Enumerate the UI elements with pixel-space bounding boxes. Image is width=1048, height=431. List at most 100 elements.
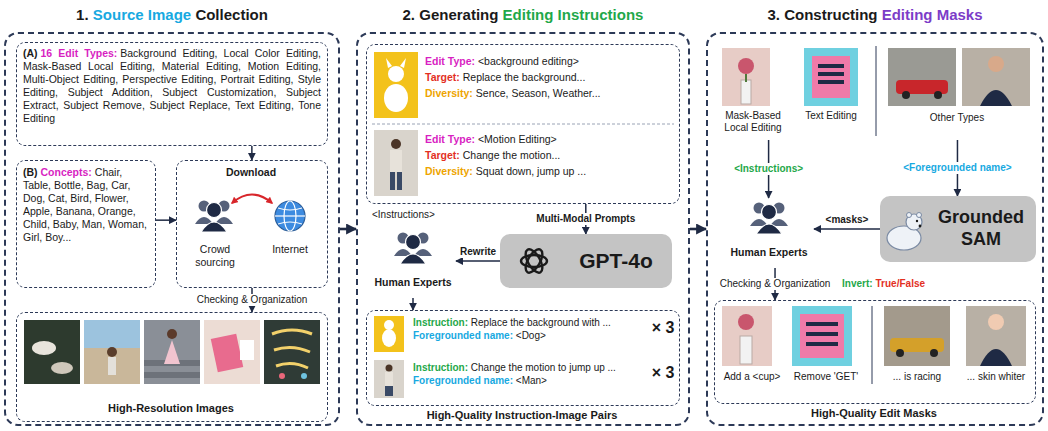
text-line: Foregrounded name:<Dog> [413, 329, 649, 342]
image-caption: Other Types [930, 112, 984, 123]
text-group: Human Experts [724, 246, 814, 259]
text-line: (A)16 Edit Types:Background Editing, Loc… [23, 47, 321, 125]
connector-arrow [156, 219, 176, 221]
connector-arrow [251, 146, 253, 160]
box-text: <background editing> [478, 55, 579, 67]
box-caption: High-Resolution Images [108, 402, 234, 414]
gpt-logo [521, 247, 547, 276]
free-label: Invert: [842, 278, 873, 290]
text-line: 3.ConstructingEditing Masks [708, 6, 1042, 24]
text-group: ... skin whiter [959, 371, 1033, 383]
image-caption: High-Quality Edit Masks [811, 407, 937, 419]
text-group: High-Quality Edit Masks [715, 406, 1033, 420]
text-group: Edit Type:<Motion Editing>Target:Change … [425, 131, 673, 179]
free-label: <Instructions> [372, 209, 435, 221]
icon-caption: Crowd sourcing [195, 243, 235, 268]
connector-arrow [340, 228, 356, 231]
text-group: × 3 [649, 364, 677, 382]
text-group: Mask-Based Local Editing [716, 110, 790, 134]
text-line: Target:Replace the background... [425, 69, 673, 85]
box-text: Instruction: [413, 362, 468, 373]
text-line: 1.Source ImageCollection [6, 6, 338, 24]
box-text: (A) [23, 47, 38, 59]
edge-label: Checking & Organization [718, 278, 833, 290]
image-caption: ... skin whiter [967, 371, 1025, 382]
instruction-thumbnails [372, 52, 674, 398]
edge-label: Multi-Modal Prompts [534, 213, 637, 225]
text-group: ... is racing [877, 371, 957, 383]
box-text: Target: [425, 149, 460, 161]
text-group: × 3 [649, 319, 677, 337]
text-line: Instruction:Replace the background with … [413, 316, 649, 329]
image-caption: Mask-Based Local Editing [724, 110, 781, 133]
text-line: Diversity:Squat down, jump up ... [425, 163, 673, 179]
text-group: Other Types [882, 112, 1032, 124]
panel-heading: Editing Instructions [503, 6, 644, 23]
box-text: 16 Edit Types: [41, 47, 118, 59]
image-caption: ... is racing [893, 371, 941, 382]
box-text: × 3 [652, 319, 675, 336]
box-text: Change the motion... [463, 149, 560, 161]
text-group: 3.ConstructingEditing Masks [708, 6, 1042, 24]
box-text: Sence, Season, Weather... [476, 87, 601, 99]
text-line: ... skin whiter [959, 371, 1033, 383]
text-line: × 3 [649, 319, 677, 337]
box-text: Edit Type: [425, 55, 475, 67]
box-text: Squat down, jump up ... [476, 165, 586, 177]
text-group: Crowd sourcing [179, 243, 251, 269]
text-group: 1.Source ImageCollection [6, 6, 338, 24]
box-text: Instruction: [413, 317, 468, 328]
text-line: Instruction:Change the motion to jump up… [413, 361, 649, 374]
box-text: Replace the background... [463, 71, 586, 83]
text-group: Instruction:Replace the background with … [413, 316, 649, 342]
experts-icon [750, 203, 788, 235]
model-box: GPT-4o [500, 234, 672, 288]
edit-types-box: (A)16 Edit Types:Background Editing, Loc… [16, 42, 328, 146]
mask-thumbnails [722, 46, 1030, 136]
text-group: High-Quality Instruction-Image Pairs [367, 408, 677, 422]
text-group: Remove 'GET' [785, 371, 867, 383]
text-line: ... is racing [877, 371, 957, 383]
text-group: Instruction:Change the motion to jump up… [413, 361, 649, 387]
globe-icon [275, 201, 305, 231]
text-line: 2.GeneratingEditing Instructions [358, 6, 688, 24]
icon-caption: Internet [272, 243, 308, 255]
text-group: Internet [255, 243, 325, 256]
box-text: Edit Type: [425, 133, 475, 145]
box-text: Foregrounded name: [413, 375, 513, 386]
text-line: (B)Concepts:Chair, Table, Bottle, Bag, C… [23, 166, 147, 244]
panel-heading: Constructing [784, 6, 877, 23]
box-text: Diversity: [425, 165, 473, 177]
free-label: True/False [876, 278, 925, 290]
icon-caption: Human Experts [730, 246, 807, 258]
box-text: High-Quality Instruction-Image Pairs [427, 409, 618, 421]
panel-heading: 1. [76, 6, 89, 23]
model-name: Grounded SAM [938, 207, 1024, 249]
model-name: GPT-4o [579, 249, 653, 272]
box-text: <Dog> [516, 330, 546, 341]
text-line: Internet [255, 243, 325, 256]
text-line: GPT-4o [564, 249, 668, 273]
edge-label: Checking & Organization [195, 294, 310, 306]
text-line: High-Quality Instruction-Image Pairs [367, 408, 677, 422]
text-line: Add a <cup> [717, 371, 787, 383]
box-text: Replace the background with ... [471, 317, 611, 328]
edge-label: <masks> [824, 214, 871, 226]
image-thumbnails [24, 320, 320, 384]
text-group: Text Editing [794, 110, 868, 122]
text-group: Edit Type:<background editing> Target:Rep… [425, 53, 673, 101]
mask-result-thumbnails [722, 306, 1026, 384]
icon-caption: Human Experts [374, 276, 451, 288]
text-group: High-Resolution Images [17, 401, 325, 415]
text-group: 2.GeneratingEditing Instructions [358, 6, 688, 24]
connector-arrow [690, 228, 706, 231]
connector-arrow [814, 228, 880, 230]
panel-heading: 2. [403, 6, 416, 23]
connector-arrow [456, 260, 500, 262]
bear-icon [887, 213, 922, 251]
box-text: (B) [23, 166, 38, 178]
concepts-box: (B)Concepts:Chair, Table, Bottle, Bag, C… [16, 160, 156, 288]
text-line: Target:Change the motion... [425, 147, 673, 163]
edge-label: <Instructions> [732, 163, 805, 175]
image-caption: Add a <cup> [724, 371, 781, 382]
